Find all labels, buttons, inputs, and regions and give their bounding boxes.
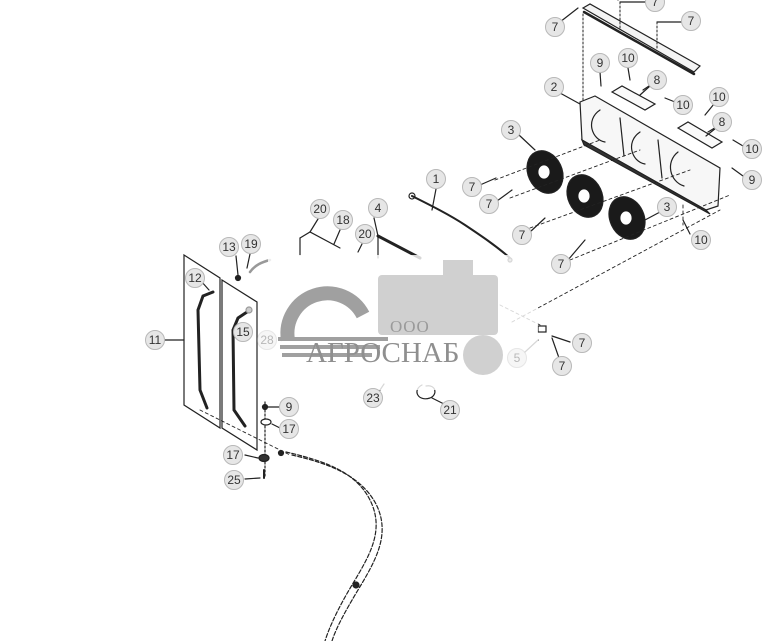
watermark-backdrop [268,255,538,390]
part-callout-15: 15 [233,322,253,342]
part-callout-7: 7 [551,254,571,274]
part-callout-8: 8 [712,112,732,132]
fastener-stack-part [244,401,281,480]
watermark-prefix: ООО [390,317,430,336]
part-callout-1: 1 [426,169,446,189]
fan-shroud-part [559,92,721,215]
part-callout-18: 18 [333,210,353,230]
part-callout-9: 9 [590,53,610,73]
part-callout-9: 9 [279,397,299,417]
fan-part [518,134,661,240]
part-callout-28: 28 [257,330,277,350]
part-callout-3: 3 [657,197,677,217]
part-callout-25: 25 [224,470,244,490]
part-callout-11: 11 [145,330,165,350]
part-callout-7: 7 [462,177,482,197]
part-callout-23: 23 [363,388,383,408]
part-callout-17: 17 [223,445,243,465]
part-callout-13: 13 [219,237,239,257]
part-callout-8: 8 [647,70,667,90]
part-callout-10: 10 [742,139,762,159]
part-callout-10: 10 [673,95,693,115]
part-callout-10: 10 [709,87,729,107]
seal-frame-part [299,217,422,260]
part-callout-5: 5 [507,348,527,368]
part-callout-7: 7 [681,11,701,31]
part-callout-9: 9 [742,170,762,190]
hydraulic-hose-part [199,409,383,641]
side-panel-part [164,253,272,452]
part-callout-7: 7 [572,333,592,353]
part-callout-7: 7 [552,356,572,376]
part-callout-21: 21 [440,400,460,420]
part-callout-7: 7 [479,194,499,214]
part-callout-7: 7 [545,17,565,37]
part-callout-17: 17 [279,419,299,439]
part-callout-10: 10 [691,230,711,250]
part-callout-20: 20 [310,199,330,219]
part-callout-2: 2 [544,77,564,97]
combine-harvester-logo-icon [278,260,503,375]
part-callout-7: 7 [512,225,532,245]
part-callout-12: 12 [185,268,205,288]
part-callout-19: 19 [241,234,261,254]
guide-lines [582,1,658,101]
part-callout-20: 20 [355,224,375,244]
watermark-company-name: АГРОСНАБ [306,337,460,369]
part-callout-10: 10 [618,48,638,68]
part-callout-3: 3 [501,120,521,140]
part-callout-4: 4 [368,198,388,218]
top-rail-part [559,0,701,76]
